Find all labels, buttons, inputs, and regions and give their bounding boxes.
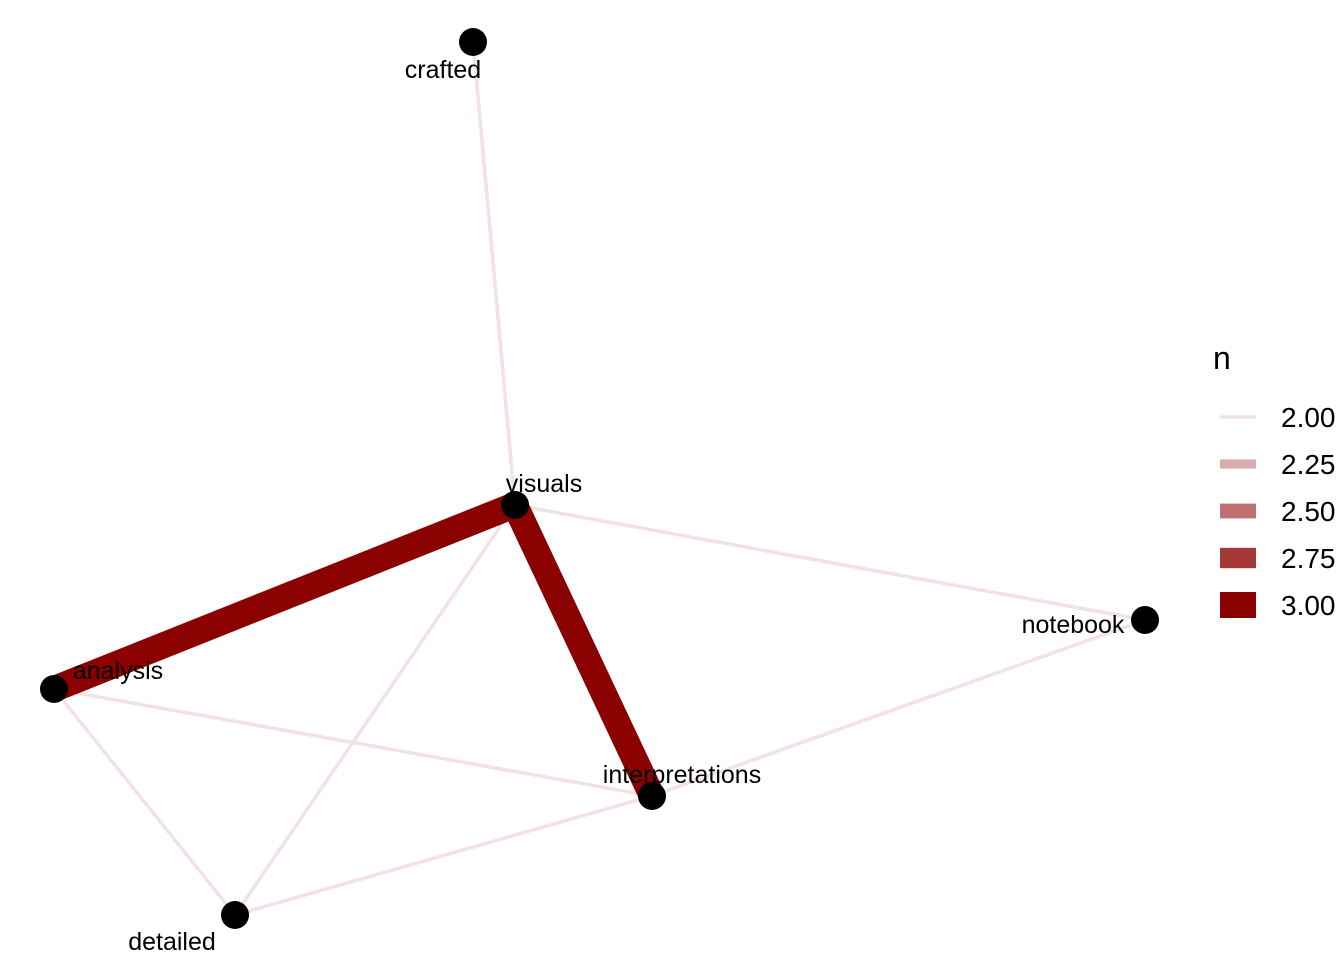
labels-layer: crafted visuals notebook analysis interpreta…	[73, 56, 1125, 956]
node-analysis	[40, 675, 68, 703]
edge-analysis-detailed	[52, 687, 237, 917]
node-label-notebook: notebook	[1022, 611, 1125, 639]
legend-label-1: 2.25	[1281, 449, 1336, 480]
legend-label-4: 3.00	[1281, 590, 1336, 621]
node-detailed	[221, 901, 249, 929]
legend-key-0	[1220, 415, 1256, 419]
legend-label-3: 2.75	[1281, 543, 1336, 574]
edge-analysis-interpretations	[53, 687, 653, 798]
edge-visuals-notebook	[514, 503, 1146, 622]
edge-analysis-visuals	[49, 492, 520, 702]
node-label-crafted: crafted	[405, 56, 481, 84]
node-notebook	[1131, 606, 1159, 634]
nodes-layer	[40, 28, 1159, 929]
edge-crafted-visuals	[471, 41, 517, 506]
legend-key-4	[1220, 592, 1256, 618]
edge-interpretations-notebook	[651, 618, 1146, 798]
edge-interpretations-detailed	[234, 794, 653, 917]
edge-visuals-interpretations	[503, 499, 664, 802]
node-visuals	[501, 491, 529, 519]
legend-key-2	[1220, 503, 1256, 519]
node-label-interpretations: interpretations	[603, 761, 761, 789]
legend-label-0: 2.00	[1281, 402, 1336, 433]
node-crafted	[459, 28, 487, 56]
legend-items: 2.00 2.25 2.50 2.75 3.00	[1220, 402, 1336, 621]
edges-layer	[49, 41, 1146, 917]
legend-key-3	[1220, 547, 1256, 569]
node-label-analysis: analysis	[73, 657, 163, 685]
legend-title: n	[1213, 340, 1231, 376]
node-interpretations	[638, 782, 666, 810]
edge-visuals-detailed	[233, 504, 517, 916]
node-label-visuals: visuals	[506, 470, 582, 498]
legend-key-1	[1220, 459, 1256, 469]
legend-label-2: 2.50	[1281, 496, 1336, 527]
node-label-detailed: detailed	[128, 928, 216, 956]
legend: n 2.00 2.25 2.50 2.75 3.00	[1213, 340, 1336, 621]
